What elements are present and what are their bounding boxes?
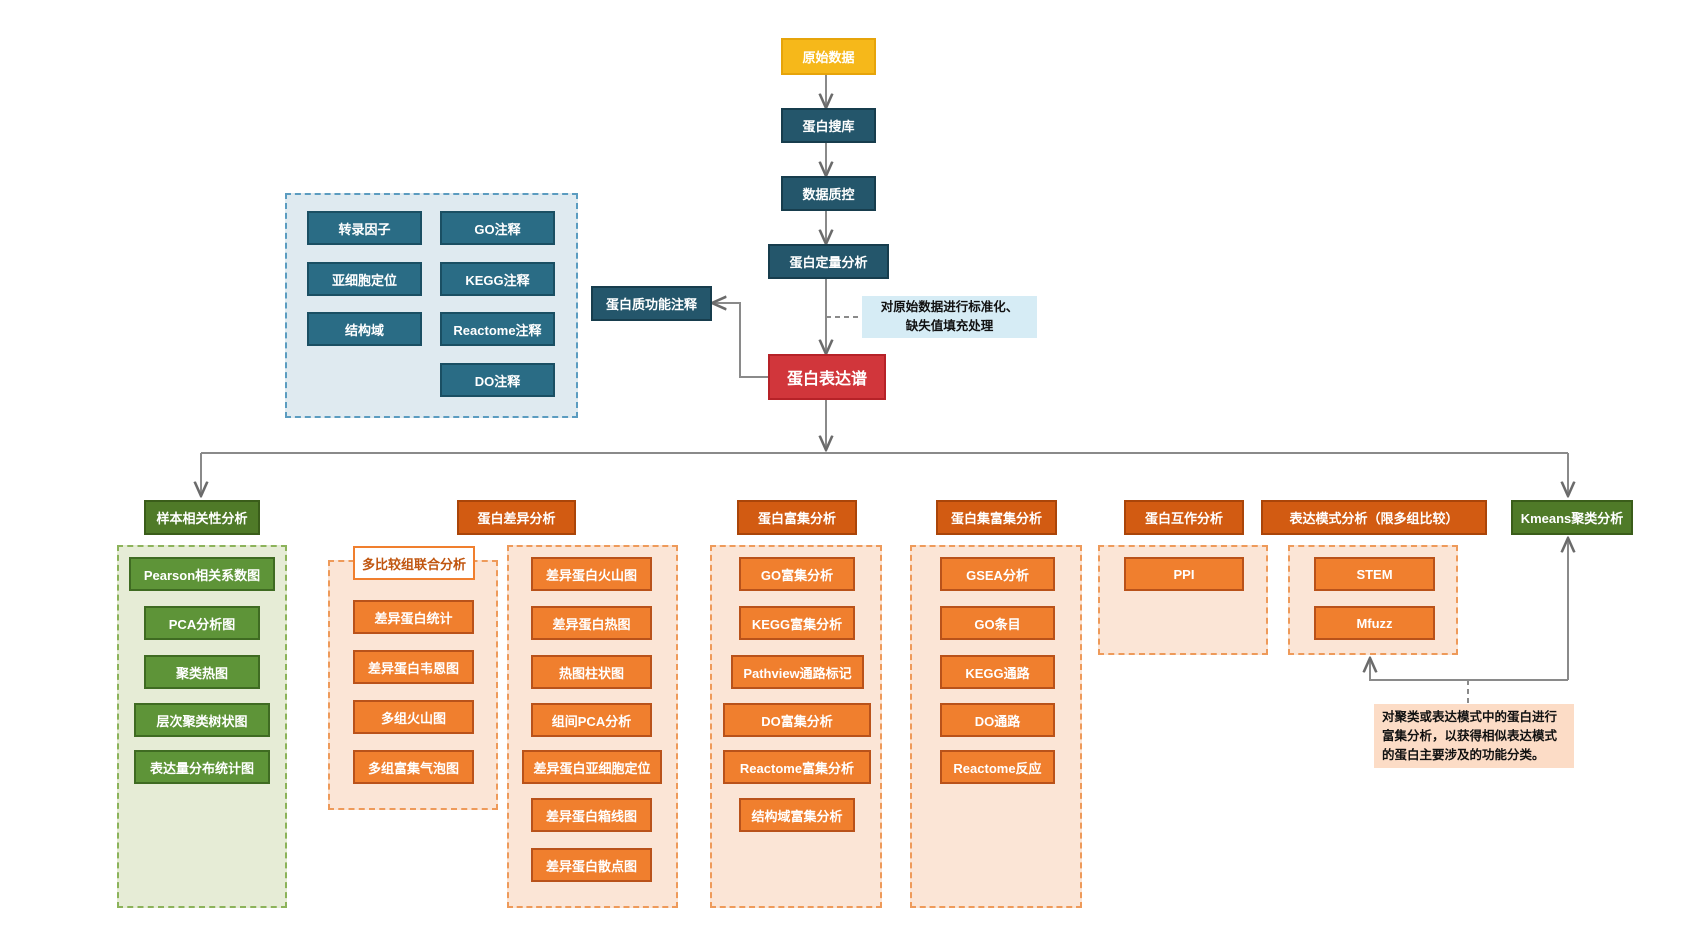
annotation-item: Reactome注释	[440, 312, 555, 346]
multi-compare-item: 多组富集气泡图	[353, 750, 474, 784]
arrow-profile-to-annotation	[712, 303, 768, 378]
differential-item: 差异蛋白火山图	[531, 557, 652, 591]
differential-item: 组间PCA分析	[531, 703, 652, 737]
correlation-item: 聚类热图	[144, 655, 260, 689]
correlation-item: PCA分析图	[144, 606, 260, 640]
set-enrichment-item: DO通路	[940, 703, 1055, 737]
multi-compare-label: 多比较组联合分析	[353, 546, 475, 580]
function-annotation-node: 蛋白质功能注释	[591, 286, 712, 321]
enrichment-item: Reactome富集分析	[723, 750, 871, 784]
annotation-item: 结构域	[307, 312, 422, 346]
set-enrichment-item: Reactome反应	[940, 750, 1055, 784]
set-enrichment-item: KEGG通路	[940, 655, 1055, 689]
enrichment-item: DO富集分析	[723, 703, 871, 737]
category-header-pattern: 表达模式分析（限多组比较）	[1261, 500, 1487, 535]
annotation-item: 亚细胞定位	[307, 262, 422, 296]
category-header-differential: 蛋白差异分析	[457, 500, 576, 535]
qc-node: 数据质控	[781, 176, 876, 211]
annotation-item: GO注释	[440, 211, 555, 245]
expression-profile-node: 蛋白表达谱	[768, 354, 886, 400]
category-header-kmeans: Kmeans聚类分析	[1511, 500, 1633, 535]
quant-node: 蛋白定量分析	[768, 244, 889, 279]
ppi-item: PPI	[1124, 557, 1244, 591]
raw-data-node: 原始数据	[781, 38, 876, 75]
category-header-set-enrichment: 蛋白集富集分析	[936, 500, 1057, 535]
set-enrichment-item: GO条目	[940, 606, 1055, 640]
multi-compare-item: 差异蛋白韦恩图	[353, 650, 474, 684]
pattern-item: STEM	[1314, 557, 1435, 591]
annotation-item: 转录因子	[307, 211, 422, 245]
annotation-item: DO注释	[440, 363, 555, 397]
differential-item: 差异蛋白热图	[531, 606, 652, 640]
set-enrichment-item: GSEA分析	[940, 557, 1055, 591]
correlation-item: 表达量分布统计图	[134, 750, 270, 784]
category-header-enrichment: 蛋白富集分析	[737, 500, 857, 535]
cluster-enrichment-note: 对聚类或表达模式中的蛋白进行富集分析，以获得相似表达模式的蛋白主要涉及的功能分类…	[1374, 704, 1574, 768]
category-header-correlation: 样本相关性分析	[144, 500, 260, 535]
pattern-item: Mfuzz	[1314, 606, 1435, 640]
differential-item: 差异蛋白散点图	[531, 848, 652, 882]
correlation-item: Pearson相关系数图	[129, 557, 275, 591]
annotation-item: KEGG注释	[440, 262, 555, 296]
enrichment-item: GO富集分析	[739, 557, 855, 591]
differential-item: 差异蛋白箱线图	[531, 798, 652, 832]
enrichment-item: Pathview通路标记	[731, 655, 864, 689]
db-search-node: 蛋白搜库	[781, 108, 876, 143]
differential-item: 差异蛋白亚细胞定位	[522, 750, 662, 784]
multi-compare-item: 差异蛋白统计	[353, 600, 474, 634]
feedback-connector	[1369, 658, 1568, 681]
category-header-ppi: 蛋白互作分析	[1124, 500, 1244, 535]
normalize-note: 对原始数据进行标准化、缺失值填充处理	[862, 296, 1037, 338]
correlation-item: 层次聚类树状图	[134, 703, 270, 737]
enrichment-item: 结构域富集分析	[739, 798, 855, 832]
enrichment-item: KEGG富集分析	[739, 606, 855, 640]
differential-item: 热图柱状图	[531, 655, 652, 689]
multi-compare-item: 多组火山图	[353, 700, 474, 734]
